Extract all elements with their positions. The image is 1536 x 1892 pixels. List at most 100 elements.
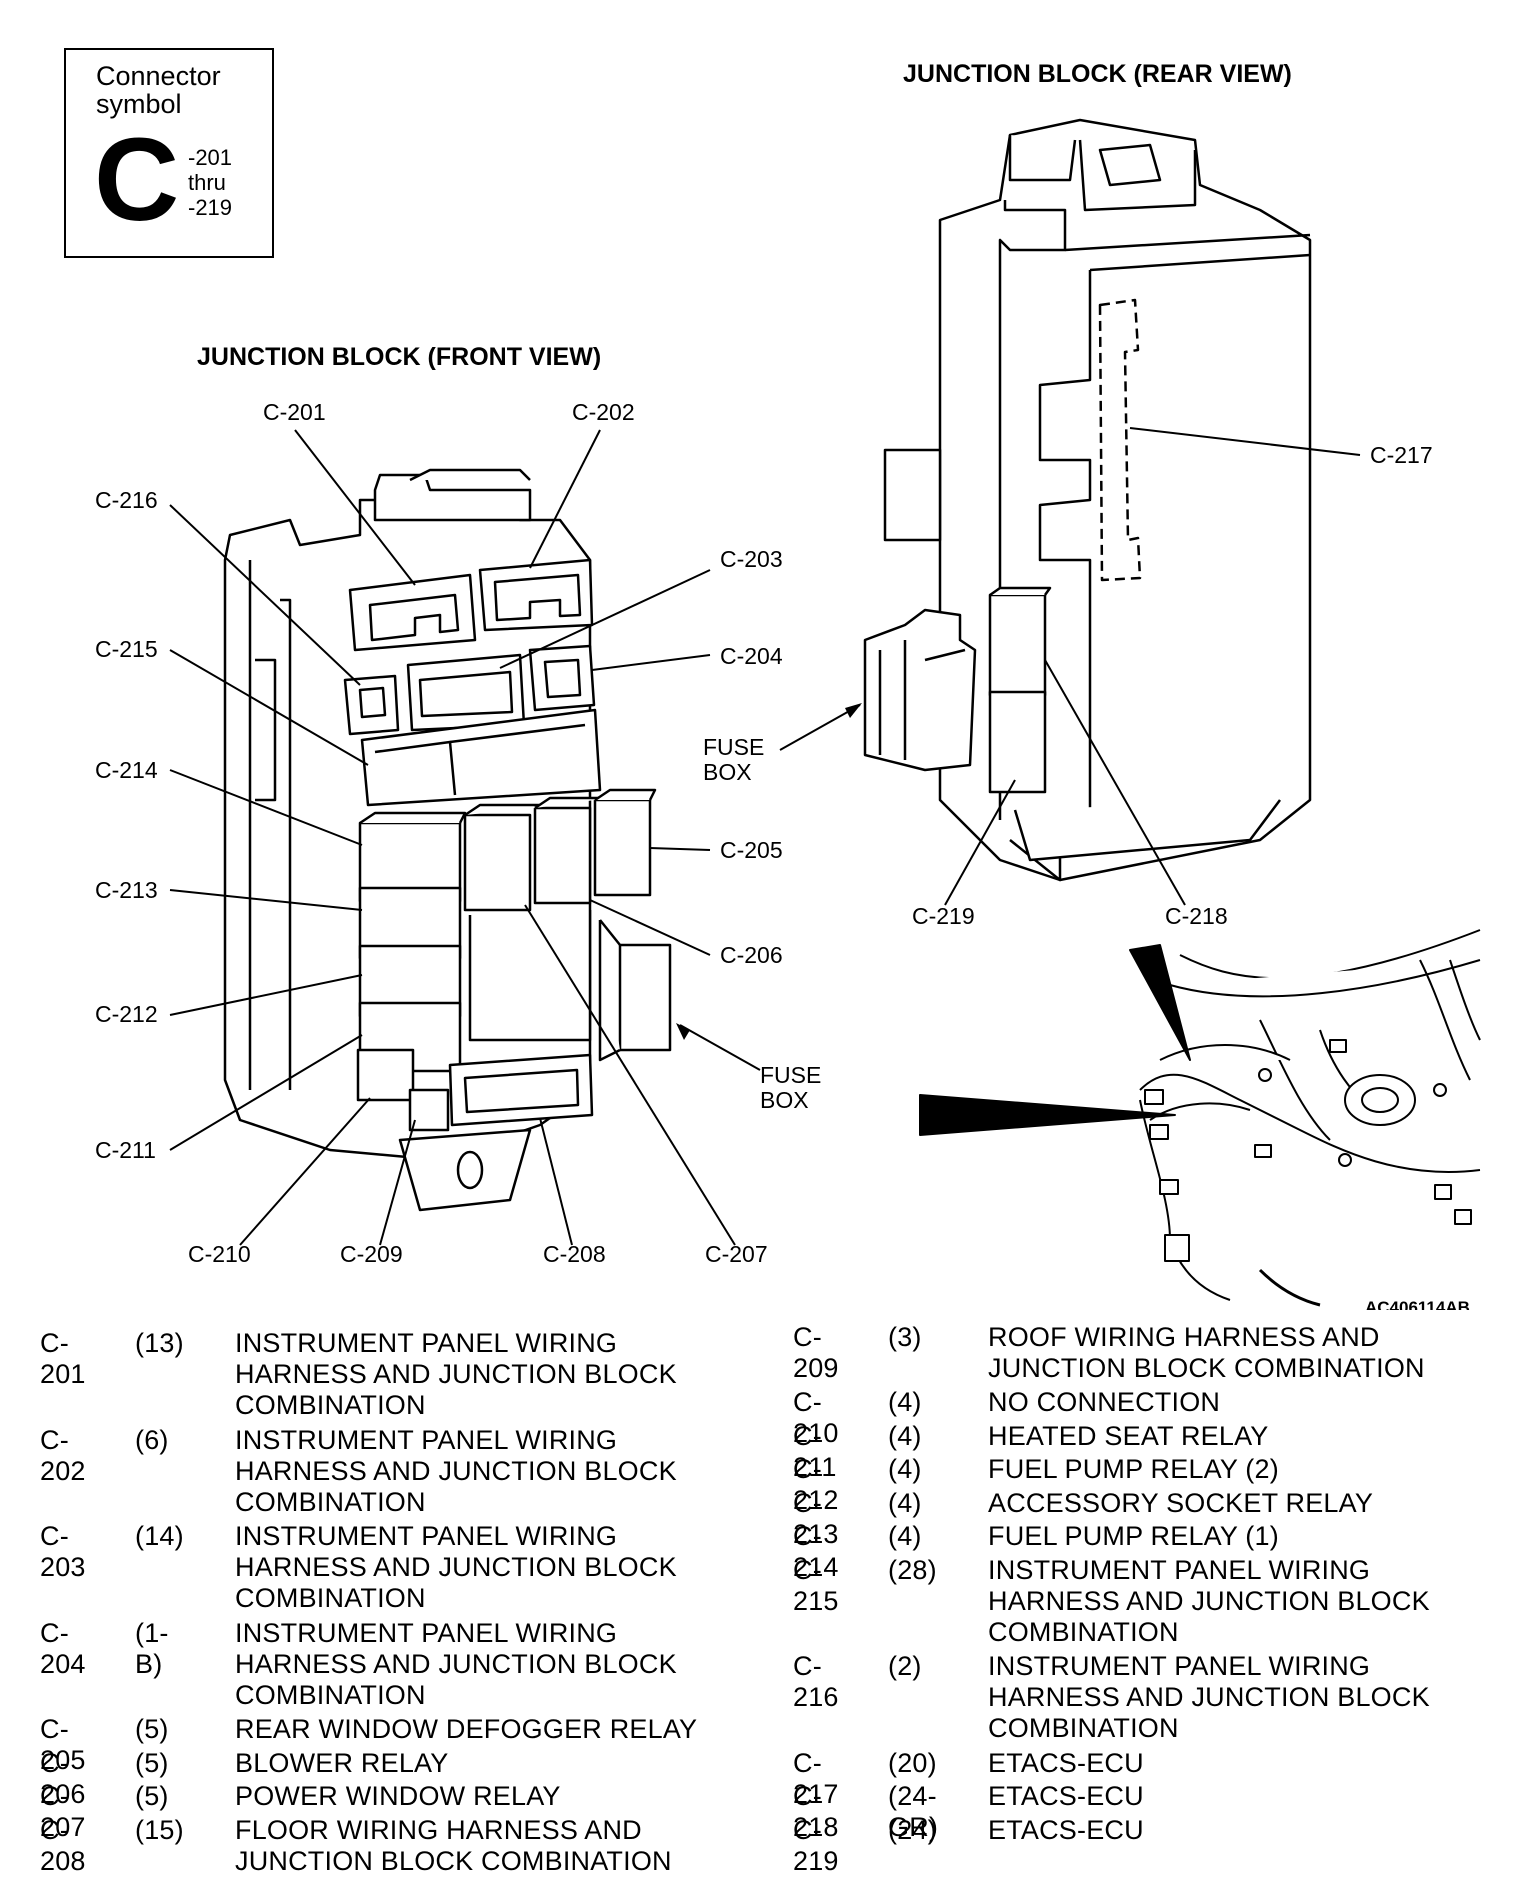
- legend-pin-count: (24-GR): [888, 1781, 939, 1842]
- relay-c206: [533, 806, 592, 905]
- legend-description-line: ETACS-ECU: [988, 1814, 1144, 1845]
- callout-fuse-rear-line1: FUSE: [703, 734, 764, 760]
- legend-pin-count: (4): [888, 1454, 922, 1484]
- legend-connector-id: C-208: [40, 1814, 86, 1876]
- legend-description-line: HARNESS AND JUNCTION BLOCK: [988, 1682, 1430, 1712]
- legend-description-line: REAR WINDOW DEFOGGER RELAY: [235, 1714, 698, 1744]
- legend-pin-count: (5): [135, 1714, 169, 1744]
- callout-c217: C-217: [1370, 442, 1433, 468]
- callout-c203: C-203: [720, 546, 783, 572]
- legend-connector-id: C-219: [793, 1814, 839, 1876]
- connector-symbol-box: Connector symbol C -201 thru -219: [64, 48, 274, 258]
- legend-description-line: HEATED SEAT RELAY: [988, 1420, 1269, 1451]
- legend-description-line: JUNCTION BLOCK COMBINATION: [988, 1353, 1425, 1383]
- callout-c209: C-209: [340, 1241, 403, 1267]
- arrowheads: [676, 703, 862, 1040]
- side-block: [883, 448, 942, 542]
- pointer-wedge-upper: [1129, 944, 1191, 1061]
- legend-connector-id: C-215: [793, 1554, 839, 1616]
- connector-c219: [988, 690, 1047, 794]
- legend-description: POWER WINDOW RELAY: [235, 1781, 755, 1812]
- legend-pin-count: (5): [135, 1781, 169, 1811]
- callout-c205: C-205: [720, 837, 783, 863]
- range-start: -201: [188, 145, 233, 170]
- legend-description-line: HARNESS AND JUNCTION BLOCK: [988, 1585, 1430, 1616]
- connector-letter: C: [94, 114, 180, 246]
- legend-description-line: COMBINATION: [988, 1616, 1179, 1647]
- legend-connector-id: C-210: [793, 1387, 839, 1448]
- legend-connector-id: C-204: [40, 1617, 86, 1679]
- legend-description-line: JUNCTION BLOCK COMBINATION: [235, 1845, 672, 1876]
- legend-pin-count: (4): [888, 1521, 922, 1551]
- legend-pin-count: (3): [888, 1322, 922, 1352]
- legend-description-line: HARNESS AND JUNCTION BLOCK: [235, 1455, 677, 1486]
- legend-description-line: FUEL PUMP RELAY (1): [988, 1521, 1279, 1551]
- legend-connector-id: C-203: [40, 1521, 86, 1582]
- legend-description: ETACS-ECU: [988, 1815, 1508, 1846]
- legend-connector-id: C-205: [40, 1714, 86, 1775]
- connector-c218: [988, 593, 1047, 697]
- legend-description-line: COMBINATION: [235, 1583, 426, 1613]
- legend-description-line: ACCESSORY SOCKET RELAY: [988, 1487, 1374, 1518]
- legend-pin-count: (13): [135, 1328, 184, 1358]
- legend-description: FUEL PUMP RELAY (1): [988, 1521, 1508, 1552]
- legend-connector-id: C-218: [793, 1781, 839, 1842]
- legend-connector-id: C-212: [793, 1454, 839, 1515]
- legend-connector-id: C-217: [793, 1747, 839, 1809]
- callout-fuse-rear-line2: BOX: [703, 759, 752, 785]
- legend-pin-count: (5): [135, 1747, 169, 1778]
- connector-range: -201 thru -219: [188, 145, 232, 220]
- connector-c210: [356, 1048, 415, 1102]
- callout-c201: C-201: [263, 399, 326, 425]
- legend-description-line: INSTRUMENT PANEL WIRING: [235, 1521, 618, 1551]
- legend-description-line: COMBINATION: [235, 1390, 426, 1420]
- connector-c209: [408, 1088, 450, 1132]
- legend-pin-count: (28): [888, 1554, 937, 1585]
- legend-description: ETACS-ECU: [988, 1748, 1508, 1779]
- callout-c218: C-218: [1165, 903, 1228, 929]
- legend-description-line: INSTRUMENT PANEL WIRING: [988, 1651, 1371, 1681]
- legend-description-line: NO CONNECTION: [988, 1387, 1221, 1417]
- front-view-title: JUNCTION BLOCK (FRONT VIEW): [197, 343, 601, 371]
- callout-c213: C-213: [95, 877, 158, 903]
- junction-block-diagram: JUNCTION BLOCK (REAR VIEW) JUNCTION BLOC…: [95, 60, 1481, 1310]
- vehicle-location-inset: [919, 929, 1481, 1307]
- figure-code: AC406114AB: [1365, 1298, 1470, 1310]
- legend-description-line: COMBINATION: [235, 1486, 426, 1517]
- symbol-title-line2: symbol: [96, 89, 182, 119]
- legend-connector-id: C-201: [40, 1328, 86, 1389]
- callout-c215: C-215: [95, 636, 158, 662]
- legend-connector-id: C-211: [793, 1420, 837, 1482]
- callout-c204: C-204: [720, 643, 783, 669]
- legend-description-line: POWER WINDOW RELAY: [235, 1781, 561, 1811]
- legend-description: FUEL PUMP RELAY (2): [988, 1454, 1508, 1485]
- legend-connector-id: C-206: [40, 1747, 86, 1809]
- legend-connector-id: C-214: [793, 1521, 839, 1582]
- callout-c202: C-202: [572, 399, 635, 425]
- legend-pin-count: (6): [135, 1424, 169, 1455]
- callout-fuse-front-line1: FUSE: [760, 1062, 821, 1088]
- legend-description-line: COMBINATION: [235, 1679, 426, 1710]
- legend-description-line: INSTRUMENT PANEL WIRING: [988, 1554, 1371, 1585]
- legend-description-line: ETACS-ECU: [988, 1781, 1144, 1811]
- legend-description-line: HARNESS AND JUNCTION BLOCK: [235, 1552, 677, 1582]
- front-view-junction-block: [223, 468, 672, 1212]
- legend-connector-id: C-202: [40, 1424, 86, 1486]
- connector-c215: [360, 708, 602, 807]
- legend-description-line: HARNESS AND JUNCTION BLOCK: [235, 1648, 677, 1679]
- leader-lines: [169, 427, 1361, 1246]
- legend-description: BLOWER RELAY: [235, 1748, 755, 1779]
- connector-c217-outline: [1098, 298, 1142, 582]
- legend-description: ACCESSORY SOCKET RELAY: [988, 1488, 1508, 1519]
- legend-description-line: BLOWER RELAY: [235, 1747, 449, 1778]
- legend-pin-count: (15): [135, 1814, 184, 1845]
- relay-c205: [593, 798, 652, 897]
- rear-view-title: JUNCTION BLOCK (REAR VIEW): [903, 60, 1292, 88]
- range-thru: thru: [188, 170, 226, 195]
